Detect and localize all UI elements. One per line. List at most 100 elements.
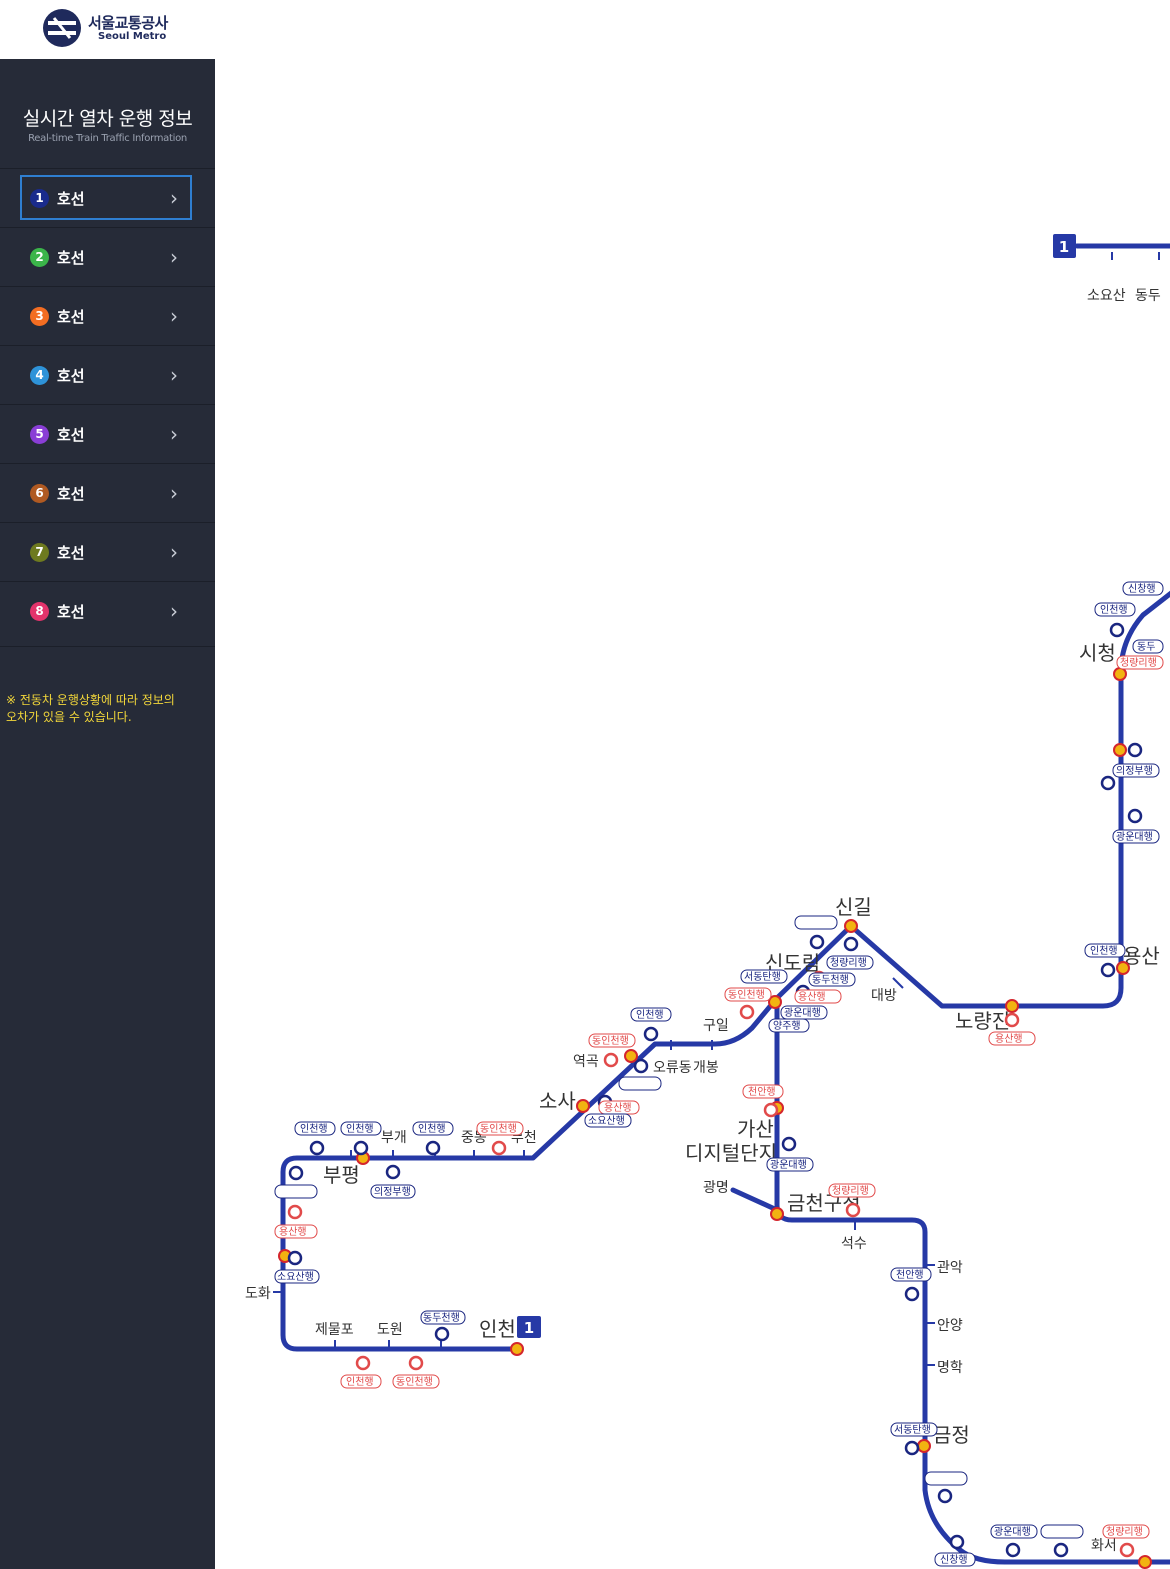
train-left-icon[interactable]	[937, 1488, 953, 1504]
menu-item-line-3[interactable]: 3 호선 ›	[0, 286, 215, 345]
train-left-icon[interactable]	[491, 1140, 507, 1156]
train-tag: 광운대행	[1116, 831, 1153, 843]
train-left-icon[interactable]	[434, 1326, 450, 1342]
station-yeokgok[interactable]: 역곡	[573, 1054, 599, 1070]
station-dowon[interactable]: 도원	[377, 1322, 403, 1338]
station-dongdu[interactable]: 동두	[1135, 288, 1161, 304]
station-oryudong[interactable]: 오류동	[653, 1060, 692, 1076]
train-down-icon[interactable]	[353, 1140, 369, 1156]
train-right-icon[interactable]	[408, 1355, 424, 1371]
train-tag: 동두	[1137, 641, 1155, 653]
menu-item-line-2[interactable]: 2 호선 ›	[0, 227, 215, 286]
station-singil[interactable]: 신길	[835, 895, 872, 919]
train-up-icon[interactable]	[1127, 808, 1143, 824]
station-bupyeong[interactable]: 부평	[323, 1163, 360, 1187]
train-left-icon[interactable]	[1005, 1542, 1021, 1558]
line-map[interactable]: 1 1 소요산 동두 시청 용산 노량진 대방 신길 신도림 구일 개봉 오류동…	[215, 0, 1170, 1569]
train-tag: 용산행	[604, 1102, 632, 1114]
station-seoksu[interactable]: 석수	[841, 1236, 867, 1252]
train-down-icon[interactable]	[425, 1140, 441, 1156]
station-incheon[interactable]: 인천	[479, 1317, 516, 1341]
train-right-icon[interactable]	[355, 1355, 371, 1371]
train-right-icon[interactable]	[288, 1165, 304, 1181]
station-anyang[interactable]: 안양	[937, 1318, 963, 1334]
station-sicheong[interactable]: 시청	[1079, 641, 1116, 665]
train-right-icon[interactable]	[843, 936, 859, 952]
train-tag: 의정부행	[374, 1186, 411, 1198]
train-tag: 서동탄행	[744, 971, 781, 983]
train-up-icon[interactable]	[781, 1136, 797, 1152]
station-soyosan[interactable]: 소요산	[1087, 288, 1126, 304]
train-down-icon[interactable]	[309, 1140, 325, 1156]
transfer-icon	[844, 919, 858, 933]
train-left-icon[interactable]	[845, 1202, 861, 1218]
train-up-icon[interactable]	[287, 1250, 303, 1266]
line-3-badge: 3	[30, 307, 49, 326]
empty-train-tag	[618, 1076, 662, 1091]
train-up-icon[interactable]	[287, 1204, 303, 1220]
train-tag: 용산행	[798, 991, 826, 1003]
station-hwaseo[interactable]: 화서	[1091, 1538, 1117, 1554]
train-left-icon[interactable]	[739, 1004, 755, 1020]
menu-item-line-7[interactable]: 7 호선 ›	[0, 522, 215, 581]
menu-item-label: 호선	[57, 544, 85, 562]
train-left-icon[interactable]	[603, 1052, 619, 1068]
menu-item-line-5[interactable]: 5 호선 ›	[0, 404, 215, 463]
train-right-icon[interactable]	[949, 1534, 965, 1550]
logo[interactable]: 서울교통공사 Seoul Metro	[0, 0, 215, 59]
track-gwangmyeong	[730, 1187, 780, 1213]
train-down-icon[interactable]	[1100, 962, 1116, 978]
station-bugae[interactable]: 부개	[381, 1130, 407, 1146]
station-gasan-digital[interactable]: 디지털단지	[685, 1141, 777, 1165]
menu-item-line-8[interactable]: 8 호선 ›	[0, 581, 215, 640]
train-tag: 청량리행	[830, 957, 867, 969]
menu-item-label: 호선	[57, 426, 85, 444]
station-jemulpo[interactable]: 제물포	[315, 1322, 354, 1338]
station-gaebong[interactable]: 개봉	[693, 1060, 719, 1076]
train-tag: 용산행	[279, 1226, 307, 1238]
train-up-icon[interactable]	[1127, 742, 1143, 758]
transfer-icon	[1113, 667, 1127, 681]
train-left-icon[interactable]	[643, 1026, 659, 1042]
station-daebang[interactable]: 대방	[871, 988, 897, 1004]
station-geumjeong[interactable]: 금정	[933, 1423, 970, 1447]
train-tag: 동두천행	[423, 1312, 460, 1324]
train-left-icon[interactable]	[1053, 1542, 1069, 1558]
menu-item-line-1[interactable]: 1 호선 ›	[0, 168, 215, 227]
transfer-icon	[768, 995, 782, 1009]
train-right-icon[interactable]	[385, 1164, 401, 1180]
station-myeonghak[interactable]: 명학	[937, 1360, 963, 1376]
station-gasan[interactable]: 가산	[737, 1117, 774, 1141]
seoul-metro-logo-icon	[43, 9, 81, 47]
station-yongsan[interactable]: 용산	[1123, 944, 1160, 968]
station-noryangjin[interactable]: 노량진	[955, 1009, 1010, 1033]
train-tag: 동인천행	[728, 989, 765, 1001]
chevron-right-icon: ›	[170, 540, 178, 564]
station-guil[interactable]: 구일	[703, 1018, 729, 1034]
station-dohwa[interactable]: 도화	[245, 1286, 271, 1302]
logo-name-ko: 서울교통공사	[88, 14, 168, 32]
train-tag: 인천행	[418, 1123, 446, 1135]
train-tag: 광운대행	[770, 1159, 807, 1171]
train-left-icon[interactable]	[809, 934, 825, 950]
train-down-icon[interactable]	[904, 1286, 920, 1302]
train-tag: 용산행	[995, 1033, 1023, 1045]
line-1-terminal-badge	[1053, 234, 1076, 258]
station-sosa[interactable]: 소사	[539, 1089, 576, 1113]
station-gwanak[interactable]: 관악	[937, 1260, 963, 1276]
train-tag: 청량리행	[1120, 657, 1157, 669]
train-left-icon[interactable]	[1119, 1542, 1135, 1558]
train-down-icon[interactable]	[904, 1440, 920, 1456]
menu-item-line-6[interactable]: 6 호선 ›	[0, 463, 215, 522]
menu-item-label: 호선	[57, 308, 85, 326]
train-down-icon[interactable]	[763, 1102, 779, 1118]
train-down-icon[interactable]	[1100, 775, 1116, 791]
train-right-icon[interactable]	[1004, 1012, 1020, 1028]
menu-item-line-4[interactable]: 4 호선 ›	[0, 345, 215, 404]
train-tag: 인천행	[636, 1009, 664, 1021]
train-right-icon[interactable]	[633, 1058, 649, 1074]
sidebar: 서울교통공사 Seoul Metro 실시간 열차 운행 정보 Real-tim…	[0, 0, 215, 1569]
station-gwangmyeong[interactable]: 광명	[703, 1180, 729, 1196]
menu-item-label: 호선	[57, 603, 85, 621]
train-up-icon[interactable]	[1109, 622, 1125, 638]
